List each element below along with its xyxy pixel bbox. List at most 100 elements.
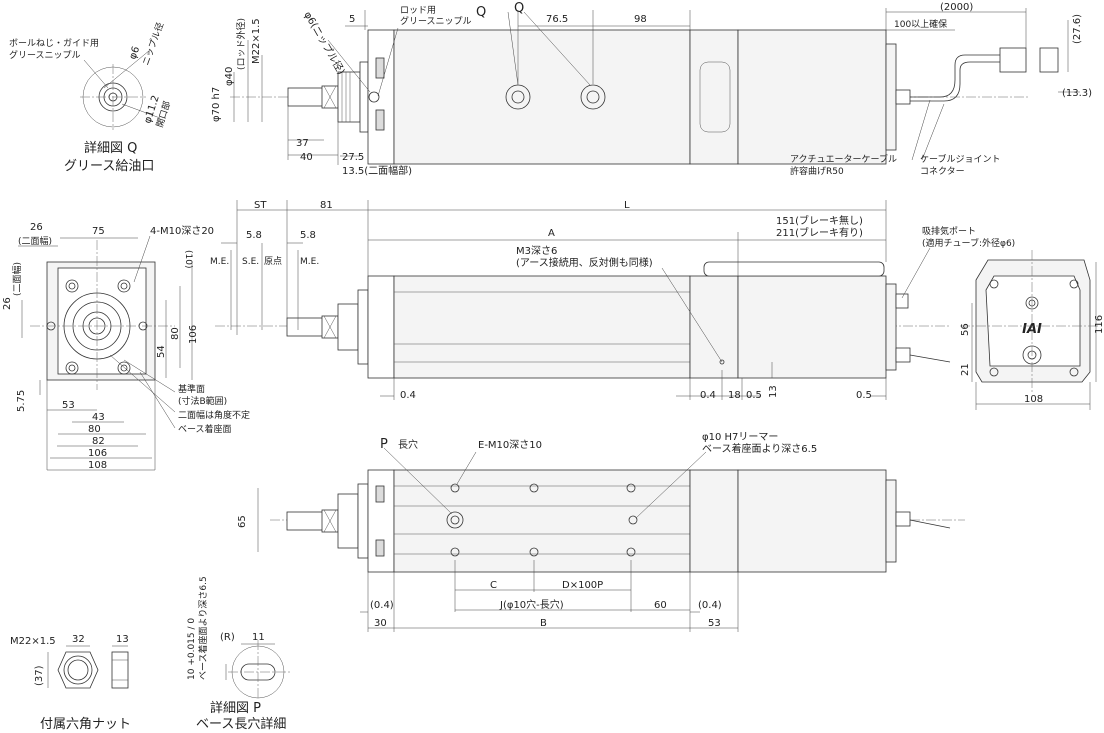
detail-p: 10 +0.015 / 0 ベース着座面より深さ6.5 (R) 11 詳細図 P… (187, 576, 290, 732)
side-se: S.E. (242, 257, 259, 267)
side-st: ST (254, 200, 267, 211)
top-d13-5: 13.5(二面幅部) (342, 164, 412, 177)
front-d26: 26 (30, 222, 43, 233)
detail-q: ボールねじ・ガイド用 グリースニップル φ6 ニップル径 φ11.2 開口部 詳… (9, 21, 173, 174)
side-m3-1: M3深さ6 (516, 245, 557, 257)
top-m22: M22×1.5 (251, 18, 262, 64)
detail-p-r: (R) (220, 632, 235, 643)
top-flange (337, 71, 361, 123)
top-conn-1: ケーブルジョイント (920, 153, 1000, 165)
front-d106h: 106 (88, 448, 107, 459)
front-d54: 54 (156, 345, 167, 358)
bottom-d53: 53 (708, 618, 721, 629)
detail-q-subtitle: グリース給油口 (64, 159, 154, 174)
nut-title: 付属六角ナット (40, 717, 131, 732)
side-view: ST 81 L 5.8 5.8 M.E. S.E. 原点 M.E. A M3深さ… (210, 200, 1015, 401)
side-d0-5b: 0.5 (856, 390, 872, 401)
front-ref-1: 基準面 (178, 383, 205, 395)
detail-q-phi6: φ6 (127, 45, 142, 61)
top-d98: 98 (634, 14, 647, 25)
top-q1: Q (476, 5, 486, 20)
bottom-d65: 65 (237, 515, 248, 528)
front-d43: 43 (92, 412, 105, 423)
bottom-d60: 60 (654, 600, 667, 611)
side-me2: M.E. (300, 257, 319, 267)
front-d5-75: 5.75 (16, 390, 27, 412)
bottom-slot: 長穴 (398, 438, 418, 451)
side-m3-2: (アース接続用、反対側も同様) (516, 256, 653, 269)
nut-m22: M22×1.5 (10, 636, 56, 647)
bottom-reamer-2: ベース着座面より深さ6.5 (702, 442, 817, 455)
top-motor (737, 29, 887, 165)
front-d26v: 26 (2, 297, 13, 310)
detail-q-grease-label-1: ボールねじ・ガイド用 (9, 38, 99, 49)
top-connector (999, 47, 1027, 73)
front-ref-2: (寸法B範囲) (178, 395, 227, 407)
bottom-reamer-1: φ10 H7リーマー (702, 432, 778, 443)
hex-nut: M22×1.5 32 13 (37) 付属六角ナット (10, 634, 131, 732)
bottom-J: J(φ10穴-長穴) (499, 598, 564, 611)
front-view: 26 (二面幅) 75 4-M10深さ20 (10) 26 (二面幅) 80 1… (2, 222, 250, 471)
bottom-C: C (490, 580, 497, 591)
top-d27-5: 27.5 (342, 152, 364, 163)
side-d0-4b: 0.4 (700, 390, 716, 401)
front-d75: 75 (92, 226, 105, 237)
bottom-D: D×100P (562, 580, 603, 591)
side-vent-1: 吸排気ポート (922, 225, 976, 237)
nut-side (111, 651, 129, 689)
side-L: L (624, 200, 630, 211)
end-d21: 21 (960, 363, 971, 376)
bottom-motor (737, 469, 887, 573)
side-A: A (548, 228, 555, 239)
front-m10-4: 4-M10深さ20 (150, 225, 214, 237)
front-twoface: (二面幅) (18, 235, 52, 247)
detail-p-depth: ベース着座面より深さ6.5 (197, 576, 209, 680)
side-d0-5a: 0.5 (746, 390, 762, 401)
nut-d13: 13 (116, 634, 129, 645)
front-d80h: 80 (88, 424, 101, 435)
bottom-d0-4b: (0.4) (698, 600, 722, 611)
end-d116: 116 (1094, 315, 1104, 334)
detail-q-title: 詳細図 Q (84, 140, 137, 156)
top-phi6-nipple: φ6(ニップル径) (301, 9, 348, 77)
top-conn-2: コネクター (920, 166, 965, 177)
nut-d32: 32 (72, 634, 85, 645)
detail-q-grease-label-2: グリースニップル (9, 49, 81, 61)
top-cable-1: アクチュエーターケーブル (790, 153, 897, 165)
detail-p-d11: 11 (252, 632, 265, 643)
end-view: IAI 56 21 116 108 (960, 250, 1104, 410)
top-view: φ40 (ロッド外径) M22×1.5 φ6(ニップル径) φ70 h7 5 ロ… (211, 1, 1092, 177)
bottom-view: 65 P 長穴 E-M10深さ10 φ10 H7リーマー ベース着座面より深さ6… (237, 432, 965, 632)
top-rod-outer: (ロッド外径) (235, 18, 247, 70)
detail-p-subtitle: ベース長穴詳細 (196, 716, 286, 732)
top-rod (287, 87, 325, 107)
top-rod-grease-2: グリースニップル (400, 15, 472, 27)
top-body (393, 29, 691, 165)
side-d18: 18 (728, 390, 741, 401)
top-d5: 5 (349, 14, 355, 25)
top-d76-5: 76.5 (546, 14, 568, 25)
top-phi40: φ40 (224, 67, 235, 86)
top-cable-2: 許容曲げR50 (790, 165, 844, 177)
top-d2000: (2000) (940, 2, 973, 13)
top-d13-3: (13.3) (1062, 88, 1092, 99)
detail-p-title: 詳細図 P (210, 700, 261, 716)
front-d80: 80 (170, 327, 181, 340)
side-motor (737, 275, 887, 379)
side-d13: 13 (768, 385, 779, 398)
front-angle-note: 二面幅は角度不定 (178, 409, 250, 421)
side-brake-none: 151(ブレーキ無し) (776, 214, 863, 227)
bottom-d30: 30 (374, 618, 387, 629)
top-rod-grease-1: ロッド用 (400, 5, 436, 16)
side-d5-8b: 5.8 (300, 230, 316, 241)
nut-hex (57, 651, 99, 689)
side-d5-8a: 5.8 (246, 230, 262, 241)
front-d108: 108 (88, 460, 107, 471)
front-d82: 82 (92, 436, 105, 447)
side-d81: 81 (320, 200, 333, 211)
side-origin: 原点 (264, 256, 282, 267)
front-twoface-v: (二面幅) (11, 262, 23, 296)
end-d56: 56 (960, 323, 971, 336)
